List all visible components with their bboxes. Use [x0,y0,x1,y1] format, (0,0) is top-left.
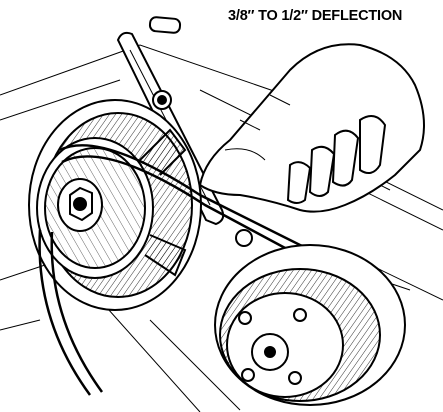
deflection-caption: 3/8″ TO 1/2″ DEFLECTION [228,8,403,24]
water-pump-pulley [214,244,406,406]
hand-pressing-belt [198,43,425,213]
alternator-pulley [28,99,202,311]
